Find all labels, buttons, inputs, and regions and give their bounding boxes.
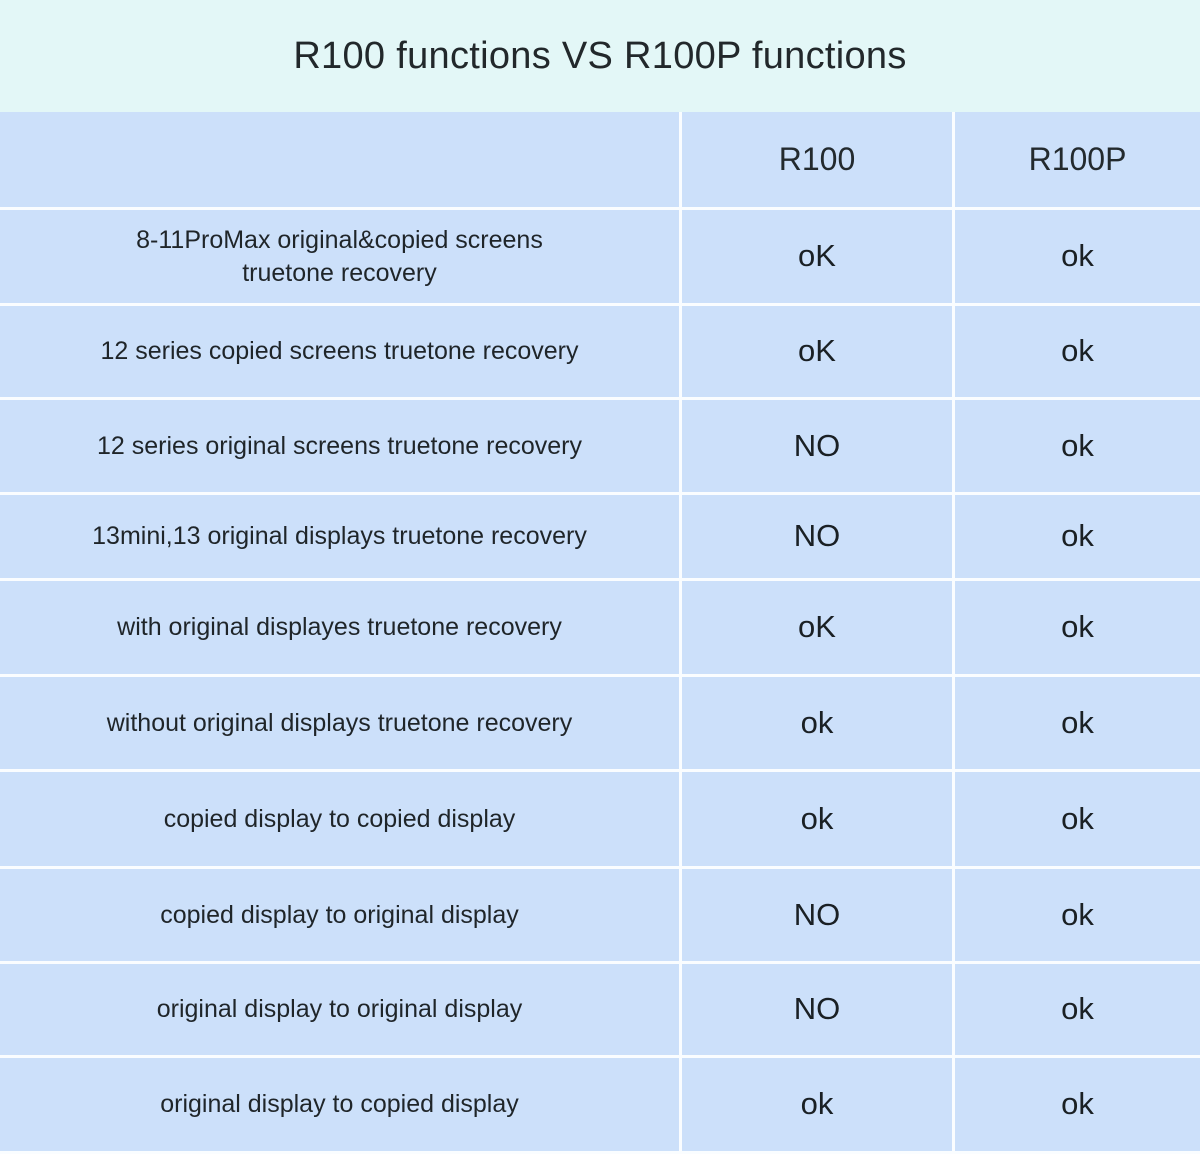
r100-value-cell: NO [682, 869, 955, 964]
table-row: 12 series original screens truetone reco… [0, 400, 1200, 495]
r100-value-cell: oK [682, 581, 955, 677]
column-header-r100p: R100P [955, 112, 1200, 210]
feature-label-line: with original displayes truetone recover… [117, 613, 562, 641]
table-header: R100 R100P [0, 112, 1200, 210]
r100p-value-cell: ok [955, 495, 1200, 581]
feature-label-line: 8-11ProMax original&copied screens [136, 225, 543, 254]
r100-value-cell: ok [682, 1058, 955, 1154]
r100p-value-cell: ok [955, 677, 1200, 772]
r100-value-cell: NO [682, 964, 955, 1058]
feature-label-text: 8-11ProMax original&copied screens trueto… [6, 224, 673, 290]
r100-value-cell: NO [682, 495, 955, 581]
feature-label-text: with original displayes truetone recover… [6, 611, 673, 644]
feature-label-text: 12 series original screens truetone reco… [6, 430, 673, 463]
r100p-value-cell: ok [955, 306, 1200, 400]
r100-value-cell: oK [682, 306, 955, 400]
feature-label-text: without original displays truetone recov… [6, 707, 673, 740]
feature-label-cell: original display to original display [0, 964, 682, 1058]
feature-label-line: 13mini,13 original displays truetone rec… [92, 522, 587, 550]
feature-label-line: truetone recovery [242, 258, 437, 287]
column-header-r100: R100 [682, 112, 955, 210]
feature-label-text: 12 series copied screens truetone recove… [6, 335, 673, 368]
feature-label-cell: 12 series copied screens truetone recove… [0, 306, 682, 400]
r100p-value-cell: ok [955, 210, 1200, 306]
feature-label-cell: with original displayes truetone recover… [0, 581, 682, 677]
feature-label-cell: 8-11ProMax original&copied screens trueto… [0, 210, 682, 306]
r100p-value-cell: ok [955, 869, 1200, 964]
feature-label-line: 12 series original screens truetone reco… [97, 431, 582, 460]
r100-value-cell: oK [682, 210, 955, 306]
r100p-value-cell: ok [955, 1058, 1200, 1154]
feature-label-line: original display to copied display [160, 1090, 519, 1118]
feature-label-cell: original display to copied display [0, 1058, 682, 1154]
feature-label-line: without original displays truetone recov… [106, 708, 573, 737]
feature-label-cell: without original displays truetone recov… [0, 677, 682, 772]
feature-label-cell: copied display to original display [0, 869, 682, 964]
table-body: 8-11ProMax original&copied screens trueto… [0, 210, 1200, 1154]
page-title: R100 functions VS R100P functions [293, 34, 907, 77]
feature-label-cell: 12 series original screens truetone reco… [0, 400, 682, 495]
r100p-value-cell: ok [955, 964, 1200, 1058]
feature-label-cell: copied display to copied display [0, 772, 682, 869]
title-banner: R100 functions VS R100P functions [0, 0, 1200, 112]
feature-label-text: 13mini,13 original displays truetone rec… [6, 520, 673, 553]
r100-value-cell: ok [682, 772, 955, 869]
feature-label-text: copied display to original display [6, 899, 673, 932]
feature-label-line: copied display to original display [160, 900, 519, 929]
feature-label-line: copied display to copied display [163, 804, 516, 833]
column-header-feature [0, 112, 682, 210]
table-row: 13mini,13 original displays truetone rec… [0, 495, 1200, 581]
table-header-row: R100 R100P [0, 112, 1200, 210]
feature-label-text: copied display to copied display [6, 803, 673, 836]
feature-label-text: original display to original display [6, 993, 673, 1026]
table-row: with original displayes truetone recover… [0, 581, 1200, 677]
table-row: without original displays truetone recov… [0, 677, 1200, 772]
r100p-value-cell: ok [955, 772, 1200, 869]
table-row: 12 series copied screens truetone recove… [0, 306, 1200, 400]
table-row: 8-11ProMax original&copied screens trueto… [0, 210, 1200, 306]
feature-label-text: original display to copied display [6, 1088, 673, 1121]
r100p-value-cell: ok [955, 400, 1200, 495]
feature-label-cell: 13mini,13 original displays truetone rec… [0, 495, 682, 581]
feature-label-line: 12 series copied screens truetone recove… [100, 337, 579, 365]
r100-value-cell: NO [682, 400, 955, 495]
r100-value-cell: ok [682, 677, 955, 772]
r100p-value-cell: ok [955, 581, 1200, 677]
comparison-table: R100 R100P 8-11ProMax original&copied sc… [0, 112, 1200, 1154]
feature-label-line: original display to original display [156, 995, 523, 1023]
